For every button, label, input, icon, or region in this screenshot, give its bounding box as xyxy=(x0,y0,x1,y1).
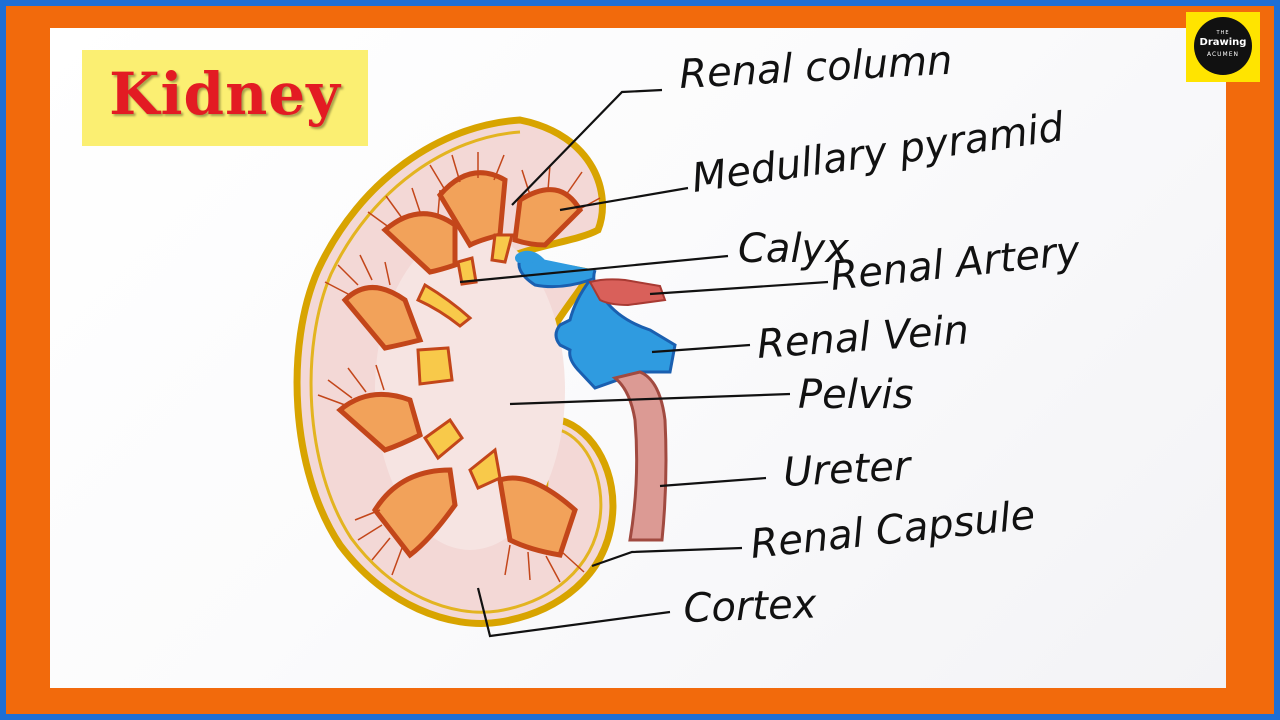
pyramid-7 xyxy=(497,475,578,558)
pyramid-2 xyxy=(512,187,584,248)
leader-renal-column xyxy=(511,88,663,206)
title-box: Kidney xyxy=(82,50,368,146)
logo-text-bottom: ACUMEN xyxy=(1206,51,1240,58)
leader-medullary-pyramid xyxy=(559,186,689,212)
calyx-tube xyxy=(515,250,565,277)
label-pelvis: Pelvis xyxy=(798,372,913,418)
leader-pelvis xyxy=(509,392,791,406)
label-ureter: Ureter xyxy=(782,443,914,496)
column-3 xyxy=(416,282,473,328)
label-calyx: Calyx xyxy=(738,226,849,272)
column-6 xyxy=(468,447,502,490)
pyramid-striations xyxy=(317,152,601,583)
pyramid-5 xyxy=(336,391,423,453)
page-title: Kidney xyxy=(109,60,341,128)
label-renal-vein: Renal Vein xyxy=(755,307,970,368)
logo-text-top: THE xyxy=(1216,30,1230,36)
label-renal-column: Renal column xyxy=(678,38,953,98)
leader-calyx xyxy=(459,254,729,284)
ureter xyxy=(611,370,668,542)
leader-cortex xyxy=(476,587,671,638)
pyramids xyxy=(336,170,584,559)
leader-renal-vein xyxy=(651,343,751,354)
leader-ureter xyxy=(659,476,767,488)
column-1 xyxy=(490,233,514,264)
label-renal-artery: Renal Artery xyxy=(828,228,1083,300)
leader-lines xyxy=(459,88,829,638)
label-cortex: Cortex xyxy=(683,581,818,632)
renal-columns xyxy=(416,233,514,490)
medulla-region xyxy=(375,230,565,550)
logo-text-main: Drawing xyxy=(1199,37,1247,48)
leader-renal-capsule xyxy=(591,546,743,568)
label-renal-capsule: Renal Capsule xyxy=(748,492,1037,568)
kidney-capsule-inner xyxy=(309,130,603,614)
logo-badge-icon: THE Drawing ACUMEN xyxy=(1194,17,1252,75)
renal-pelvis-calyx xyxy=(517,254,677,390)
channel-logo: THE Drawing ACUMEN xyxy=(1186,12,1260,82)
pyramid-4 xyxy=(341,285,424,351)
label-medullary-pyramid: Medullary pyramid xyxy=(689,104,1067,202)
renal-artery xyxy=(588,278,667,307)
leader-renal-artery xyxy=(649,280,829,296)
pyramid-6 xyxy=(371,467,458,559)
pyramid-3 xyxy=(381,211,458,275)
column-5 xyxy=(422,417,464,461)
column-4 xyxy=(416,346,454,386)
column-2 xyxy=(456,256,478,286)
